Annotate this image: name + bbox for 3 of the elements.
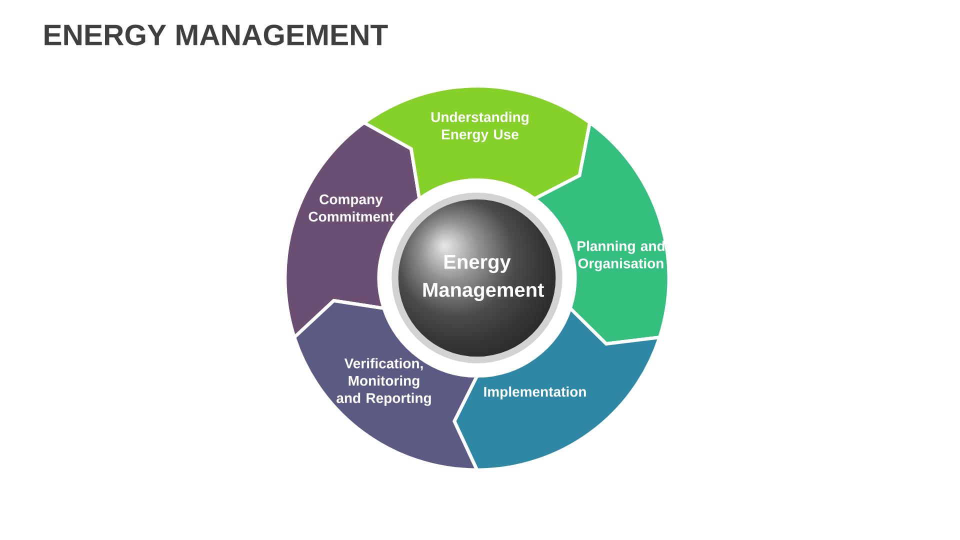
arrow-segment: Company Commitment bbox=[283, 121, 422, 339]
title: ENERGY MANAGEMENT bbox=[44, 24, 388, 46]
arrow-segment: Implementation bbox=[452, 306, 662, 472]
